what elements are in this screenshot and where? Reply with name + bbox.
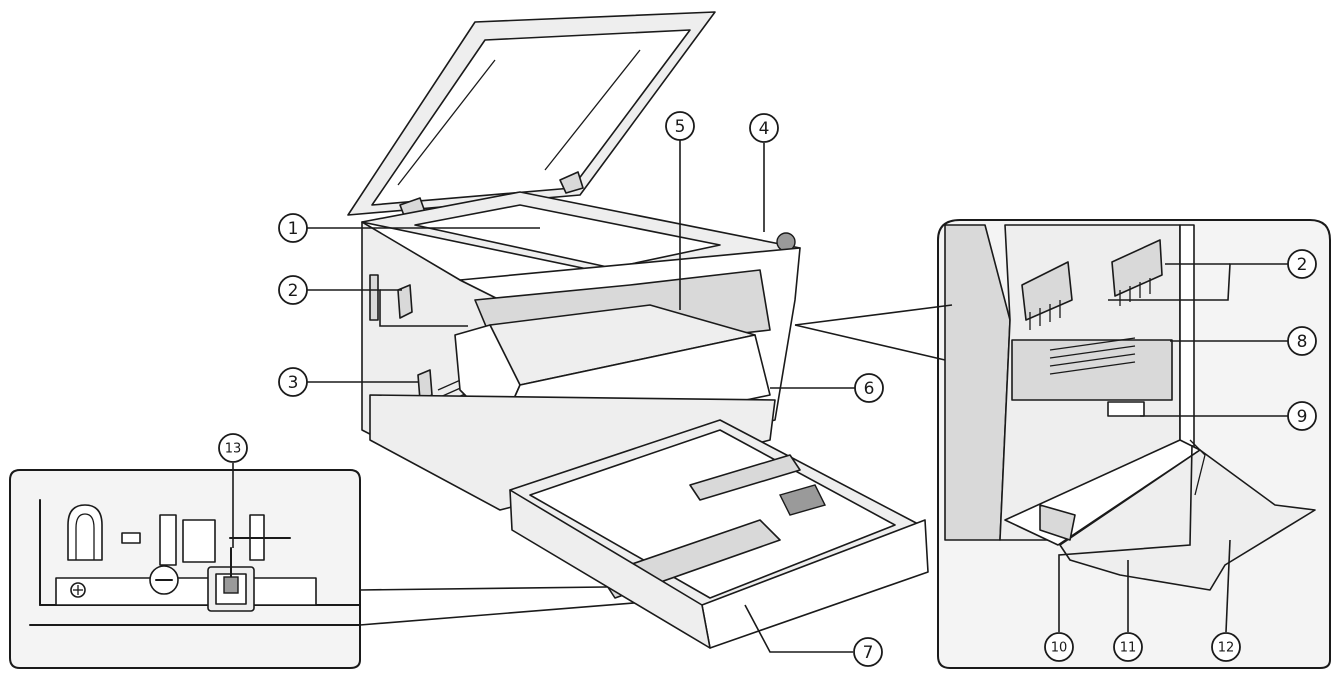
callout-13: 13 (218, 433, 248, 463)
callout-2-main: 2 (278, 275, 308, 305)
zoom-line-top (794, 304, 953, 326)
inset-side-view (937, 219, 1331, 669)
inset-tray-detail (9, 469, 361, 669)
callout-label-3: 3 (288, 373, 299, 393)
callout-label-2-side: 2 (1297, 255, 1308, 275)
callout-11: 11 (1113, 632, 1143, 662)
side-handle-left (1021, 261, 1073, 330)
callout-6: 6 (854, 373, 884, 403)
callout-label-4: 4 (759, 119, 770, 139)
callout-label-6: 6 (864, 379, 875, 399)
bypass-tray (1004, 439, 1316, 591)
callout-label-11: 11 (1120, 641, 1137, 656)
callout-7: 7 (853, 637, 883, 667)
callout-label-12: 12 (1218, 641, 1235, 656)
callout-12: 12 (1211, 632, 1241, 662)
paper-tray (509, 419, 929, 649)
callout-4: 4 (749, 113, 779, 143)
callout-label-10: 10 (1051, 641, 1068, 656)
callout-label-1: 1 (288, 219, 299, 239)
callout-5: 5 (665, 111, 695, 141)
side-cover (1011, 337, 1173, 401)
leaders (232, 140, 1288, 653)
side-cover-handle (1107, 401, 1145, 417)
callout-8: 8 (1287, 326, 1317, 356)
paper-feed-lever (207, 547, 255, 612)
callout-label-7: 7 (863, 643, 874, 663)
callout-label-5: 5 (675, 117, 686, 137)
callout-10: 10 (1044, 632, 1074, 662)
callout-label-2-main: 2 (288, 281, 299, 301)
callout-9: 9 (1287, 401, 1317, 431)
callout-1: 1 (278, 213, 308, 243)
callout-label-13: 13 (225, 442, 242, 457)
zoom-line-bottom (794, 324, 946, 361)
callout-label-8: 8 (1297, 332, 1308, 352)
callout-3: 3 (278, 367, 308, 397)
callout-2-side: 2 (1287, 249, 1317, 279)
callout-label-9: 9 (1297, 407, 1308, 427)
